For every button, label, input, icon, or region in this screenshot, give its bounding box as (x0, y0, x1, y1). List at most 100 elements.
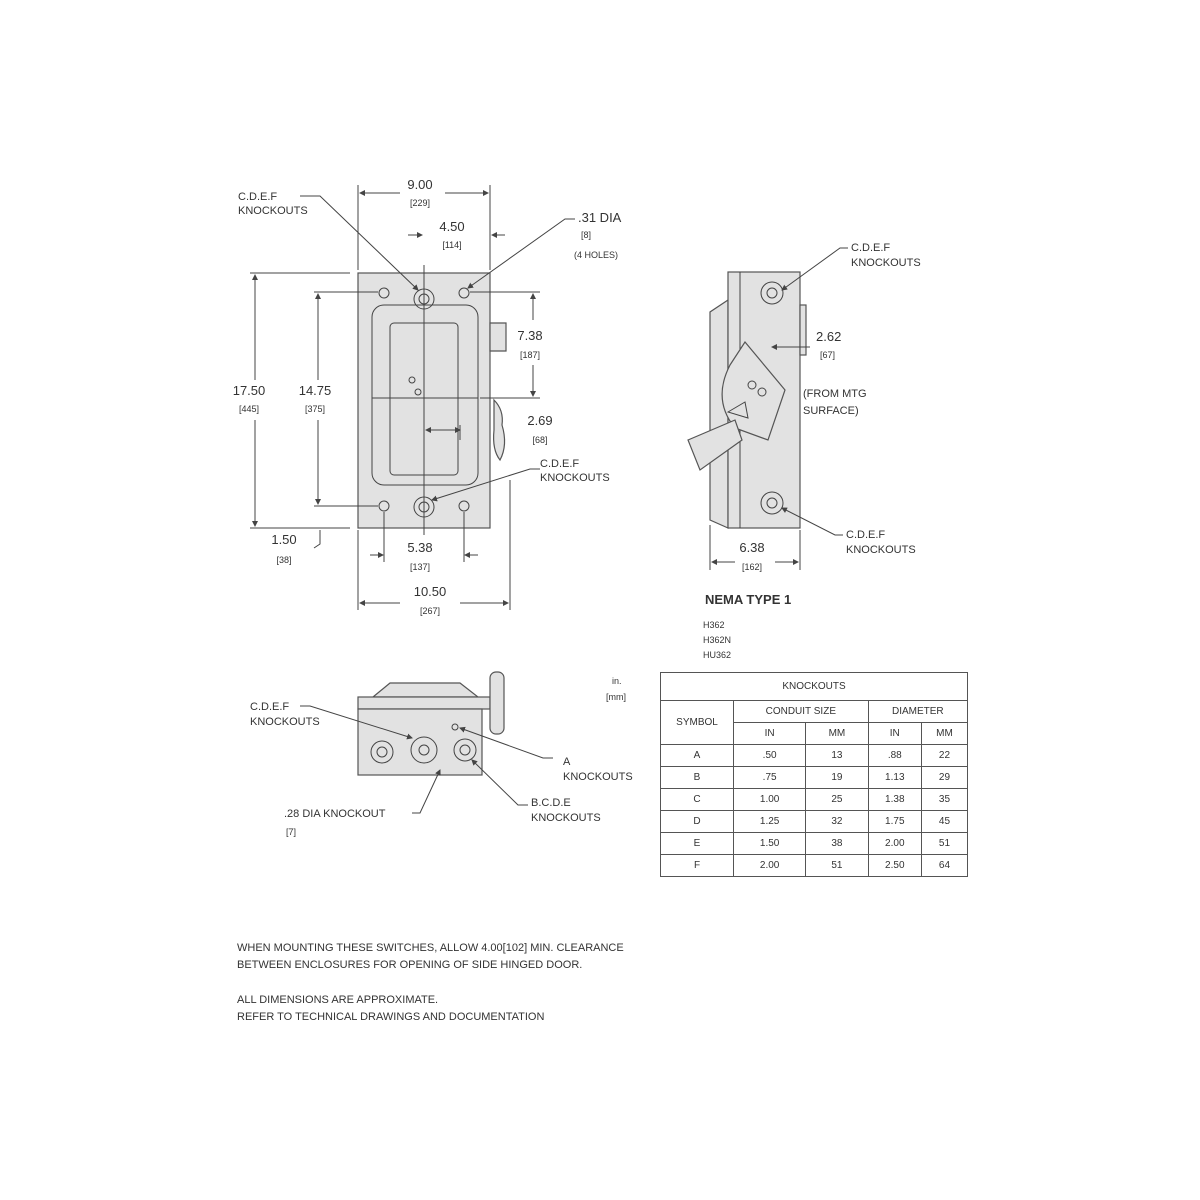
dim-value: 2.62 (816, 329, 841, 344)
units-label: [mm] (606, 692, 626, 702)
bcde-label: B.C.D.E (531, 797, 571, 809)
header-mm: MM (805, 722, 869, 745)
dim-value: 6.38 (739, 540, 764, 555)
cdef-label: KNOCKOUTS (540, 472, 610, 484)
cell: 32 (805, 810, 869, 833)
cell: 2.00 (867, 832, 922, 855)
dim-value-mm: [114] (442, 240, 461, 250)
cell: 22 (920, 744, 969, 767)
bcde-label: KNOCKOUTS (531, 812, 601, 824)
dim-value-mm: [375] (305, 404, 325, 414)
dim-value: 4.50 (439, 219, 464, 234)
dim-value-mm: [137] (410, 562, 430, 572)
cdef-label: KNOCKOUTS (250, 716, 320, 728)
dim-value-mm: [445] (239, 404, 259, 414)
cell: 45 (920, 810, 969, 833)
cdef-label: C.D.E.F (540, 458, 579, 470)
mounting-hole (458, 500, 470, 512)
cell: 1.00 (732, 788, 807, 811)
hole-count: (4 HOLES) (574, 250, 618, 260)
units-label: in. (612, 676, 622, 686)
header-symbol: SYMBOL (660, 700, 734, 745)
nema-type-title: NEMA TYPE 1 (705, 592, 791, 607)
cell: C (660, 788, 734, 811)
model-number: H362N (703, 635, 731, 645)
dim-value: 5.38 (407, 540, 432, 555)
note-line: REFER TO TECHNICAL DRAWINGS AND DOCUMENT… (237, 1011, 545, 1023)
cell: E (660, 832, 734, 855)
hole-dia-label: .31 DIA (578, 210, 622, 225)
cell: .88 (867, 744, 922, 767)
cell: A (660, 744, 734, 767)
note-label: SURFACE) (803, 405, 859, 417)
note-line: ALL DIMENSIONS ARE APPROXIMATE. (237, 994, 439, 1006)
cell: D (660, 810, 734, 833)
dim-value-mm: [229] (410, 198, 430, 208)
dim-value: 2.69 (527, 413, 552, 428)
note-line: WHEN MOUNTING THESE SWITCHES, ALLOW 4.00… (237, 942, 624, 954)
dim-value-mm: [38] (276, 555, 291, 565)
knockout (413, 496, 435, 518)
dim-value: 17.50 (233, 383, 266, 398)
dim-value-mm: [67] (820, 350, 835, 360)
header-conduit-size: CONDUIT SIZE (733, 700, 869, 723)
knockout (760, 491, 784, 515)
cell: 2.00 (732, 854, 807, 877)
handle-bottom (489, 671, 505, 735)
cell: 51 (920, 832, 969, 855)
mounting-hole (378, 287, 390, 299)
dim-value: 9.00 (407, 177, 432, 192)
header-mm: MM (920, 722, 969, 745)
cell: 1.13 (867, 766, 922, 789)
note-label: (FROM MTG (803, 388, 867, 400)
cdef-label: C.D.E.F (250, 701, 289, 713)
door-outline (371, 304, 479, 486)
a-knockout-label: KNOCKOUTS (563, 771, 633, 783)
header-in: IN (732, 722, 807, 745)
hinge (489, 322, 507, 352)
a-knockout-label: A (563, 756, 571, 768)
dim-value: 14.75 (299, 383, 332, 398)
small-knockout-label: .28 DIA KNOCKOUT (284, 808, 386, 820)
dim-value: 10.50 (414, 584, 447, 599)
small-knockout-mm: [7] (286, 827, 296, 837)
cell: 51 (805, 854, 869, 877)
knockout (760, 281, 784, 305)
cdef-label: C.D.E.F (238, 191, 277, 203)
cell: 1.38 (867, 788, 922, 811)
knockout (413, 288, 435, 310)
dim-value-mm: [68] (532, 435, 547, 445)
dim-value-mm: [267] (420, 606, 440, 616)
cell: 13 (805, 744, 869, 767)
approximate-note: ALL DIMENSIONS ARE APPROXIMATE. REFER TO… (237, 992, 544, 1026)
cell: 2.50 (867, 854, 922, 877)
cdef-label: C.D.E.F (846, 529, 885, 541)
model-number: HU362 (703, 650, 731, 660)
dim-value-mm: [162] (742, 562, 762, 572)
cell: 38 (805, 832, 869, 855)
dim-value: 7.38 (517, 328, 542, 343)
table-title: KNOCKOUTS (660, 672, 968, 701)
cell: .75 (732, 766, 807, 789)
mounting-hole (458, 287, 470, 299)
cell: 1.75 (867, 810, 922, 833)
cdef-label: KNOCKOUTS (846, 544, 916, 556)
handle-lever (687, 419, 743, 471)
cdef-label: KNOCKOUTS (238, 205, 308, 217)
cell: 25 (805, 788, 869, 811)
handle-mechanism (721, 340, 786, 441)
mounting-hole (378, 500, 390, 512)
hole-dia-mm: [8] (581, 230, 591, 240)
header-in: IN (867, 722, 922, 745)
cell: .50 (732, 744, 807, 767)
cell: 1.50 (732, 832, 807, 855)
model-number: H362 (703, 620, 725, 630)
handle-front (493, 398, 506, 462)
